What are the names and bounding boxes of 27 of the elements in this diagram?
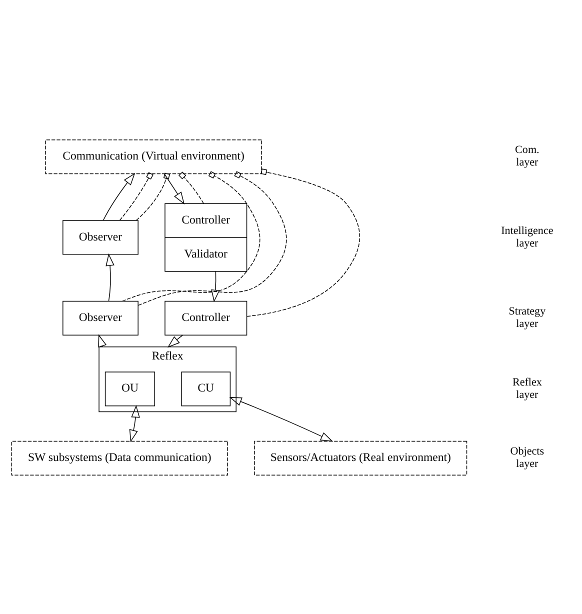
connector xyxy=(178,171,204,204)
node-box: OU xyxy=(104,371,156,406)
connector xyxy=(119,172,154,220)
node-box: Observer xyxy=(62,300,138,335)
label: Com. layer xyxy=(515,144,540,168)
arrow xyxy=(129,404,140,442)
connector xyxy=(122,170,260,302)
label: Strategy layer xyxy=(508,305,546,330)
arrow xyxy=(167,334,184,348)
arrow xyxy=(211,270,220,302)
node-box: Observer xyxy=(62,220,138,254)
connector xyxy=(136,172,170,220)
node-box: Controller xyxy=(164,300,248,335)
arrow xyxy=(229,396,334,442)
connector xyxy=(246,168,360,316)
arrow xyxy=(106,252,114,301)
label: Reflex layer xyxy=(512,376,542,400)
label: Intelligence layer xyxy=(501,224,554,249)
arrow xyxy=(164,172,185,204)
node-box: Sensors/Actuators (Real environment) xyxy=(254,440,468,476)
node-box: CU xyxy=(181,371,231,406)
node-box: Communication (Virtual environment) xyxy=(45,138,262,174)
arrow xyxy=(102,172,136,220)
arrow xyxy=(98,334,107,348)
node-box: SW subsystems (Data communication) xyxy=(11,440,228,476)
connector xyxy=(138,170,287,306)
label: Objects layer xyxy=(510,445,544,470)
